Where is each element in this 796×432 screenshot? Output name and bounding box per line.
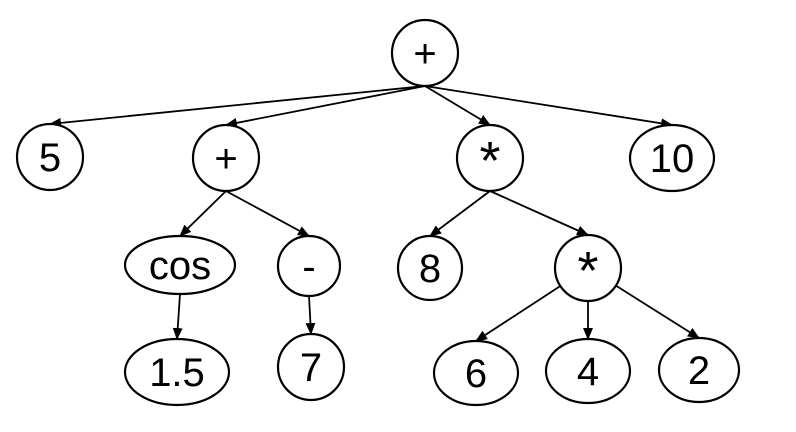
edge-mul2-n2 <box>615 284 700 339</box>
tree-node-n6: 6 <box>432 339 520 407</box>
node-label: 5 <box>39 136 61 180</box>
edge-mul2-n6 <box>475 285 561 342</box>
node-shape <box>396 234 464 302</box>
node-label: 10 <box>650 137 695 181</box>
edge-root-n10 <box>424 85 673 129</box>
node-label: + <box>413 32 436 76</box>
node-shape <box>432 339 520 407</box>
tree-node-n10: 10 <box>628 123 716 193</box>
node-label: 6 <box>465 352 487 396</box>
tree-node-n8: 8 <box>396 234 464 302</box>
node-label: * <box>577 241 598 301</box>
tree-node-cos: cos <box>123 234 237 296</box>
node-label: 1.5 <box>149 351 205 395</box>
tree-node-n4: 4 <box>544 337 632 405</box>
node-shape <box>123 337 231 407</box>
tree-node-n15: 1.5 <box>123 337 231 407</box>
tree-node-mul2: * <box>553 233 623 303</box>
node-shape <box>455 123 525 193</box>
node-label: 7 <box>300 346 322 390</box>
edge-root-n5 <box>49 85 426 128</box>
node-shape <box>553 233 623 303</box>
tree-node-mul1: * <box>455 123 525 193</box>
node-layer: +5 + * 10 cos - 8 * 1.5 7 6 4 2 <box>15 18 741 407</box>
tree-node-minus: - <box>276 234 342 298</box>
edge-minus-n7 <box>305 295 316 335</box>
edge-cos-n15 <box>172 293 183 340</box>
node-label: - <box>302 245 315 289</box>
node-shape <box>15 122 85 192</box>
edge-plus2-minus <box>225 190 310 237</box>
node-shape <box>544 337 632 405</box>
tree-node-n7: 7 <box>276 332 346 402</box>
node-label: 8 <box>419 247 441 291</box>
node-label: cos <box>149 244 211 288</box>
node-shape <box>276 332 346 402</box>
node-label: * <box>479 131 500 191</box>
edge-layer <box>49 85 700 342</box>
edge-plus2-cos <box>179 190 227 237</box>
node-shape <box>390 18 460 88</box>
node-shape <box>628 123 716 193</box>
tree-node-n2: 2 <box>657 336 741 404</box>
node-label: 4 <box>577 350 599 394</box>
node-shape <box>657 336 741 404</box>
edge-mul1-mul2 <box>489 190 589 236</box>
edge-mul1-n8 <box>429 190 491 237</box>
edge-root-plus2 <box>225 85 426 128</box>
tree-node-n5: 5 <box>15 122 85 192</box>
edge-root-mul1 <box>424 85 491 126</box>
tree-node-plus2: + <box>191 123 261 193</box>
node-shape <box>191 123 261 193</box>
node-shape <box>276 234 342 298</box>
node-label: 2 <box>688 349 710 393</box>
node-label: + <box>214 137 237 181</box>
tree-node-root: + <box>390 18 460 88</box>
node-shape <box>123 234 237 296</box>
